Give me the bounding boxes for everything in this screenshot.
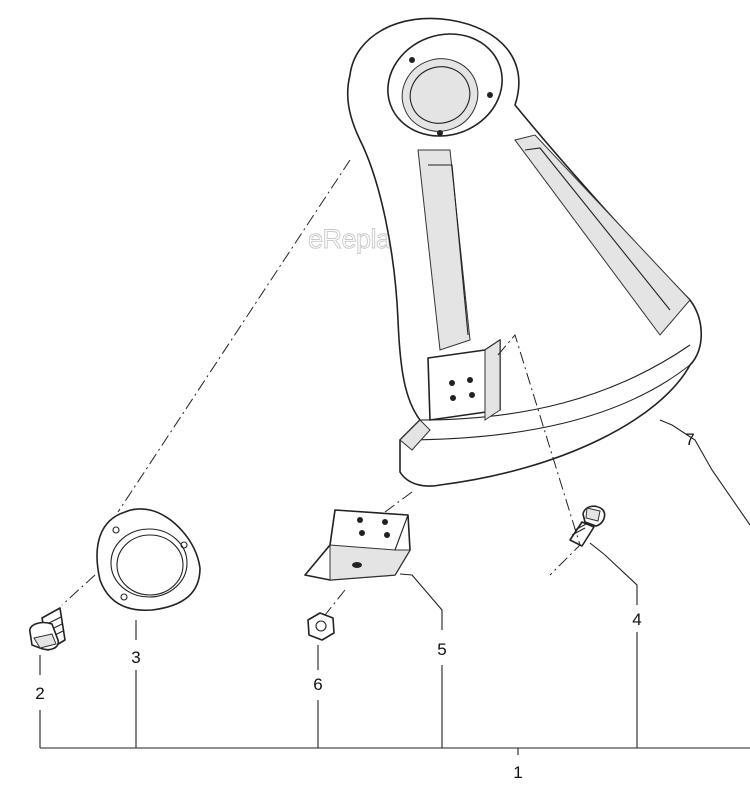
leader-lines xyxy=(39,419,750,755)
alignment-line-flange xyxy=(117,159,351,513)
callout-4: 4 xyxy=(632,610,641,629)
callout-2: 2 xyxy=(35,684,44,703)
callout-7: 7 xyxy=(685,430,694,449)
callout-6: 6 xyxy=(313,675,322,694)
callout-5: 5 xyxy=(437,640,446,659)
callout-3: 3 xyxy=(131,648,140,667)
blade-guard-part[interactable] xyxy=(346,17,702,487)
alignment-line-screw xyxy=(61,574,96,606)
bracket-part[interactable] xyxy=(304,509,411,581)
alignment-line-bracket xyxy=(384,491,413,513)
callout-1: 1 xyxy=(513,763,522,782)
flange-part[interactable] xyxy=(96,508,201,612)
nut-part[interactable] xyxy=(307,612,335,641)
screw-part-2[interactable] xyxy=(29,607,66,651)
alignment-line-bolt xyxy=(497,333,581,576)
alignment-line-nut xyxy=(324,589,346,616)
bolt-part-4[interactable] xyxy=(569,505,606,547)
